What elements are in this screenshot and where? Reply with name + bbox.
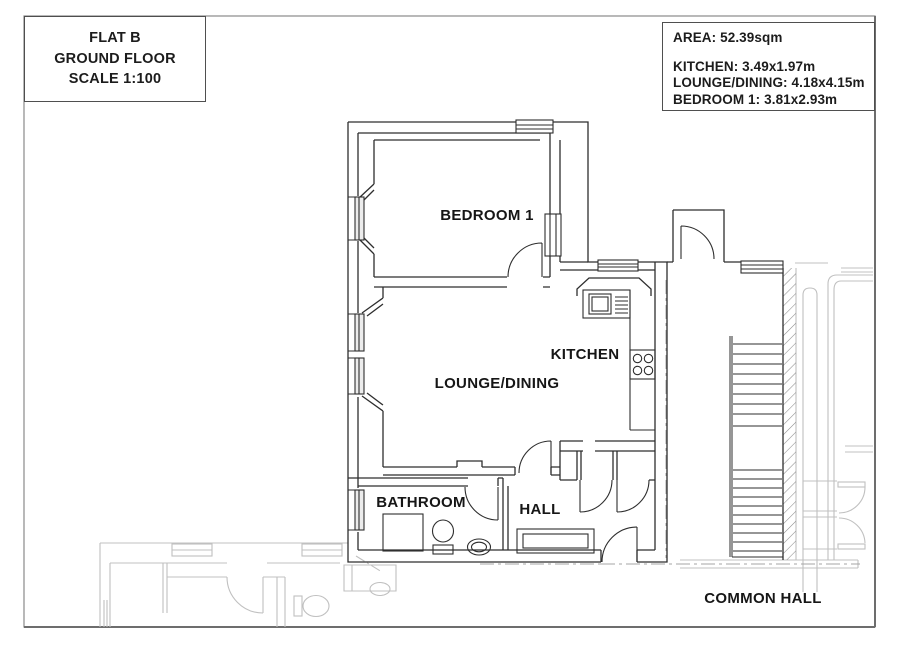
hob	[629, 349, 656, 380]
bathroom-fittings	[382, 513, 492, 556]
hall-storage	[516, 528, 595, 554]
hall-door-left	[579, 479, 613, 513]
bathroom-door	[464, 486, 499, 521]
scale-note: SCALE 1:100	[68, 71, 162, 88]
hatched-wall	[782, 268, 796, 560]
demise-lines	[480, 280, 860, 565]
kitchen-fittings	[582, 289, 656, 431]
adjacent-structures	[99, 262, 873, 627]
shower-tray	[382, 513, 424, 552]
kitchen-dim-text: KITCHEN: 3.49x1.97m	[673, 59, 816, 75]
bedroom-door	[507, 242, 543, 278]
floor-name: GROUND FLOOR	[54, 50, 176, 67]
bedroom-dim-text: BEDROOM 1: 3.81x2.93m	[673, 91, 838, 107]
vestibule-door	[680, 225, 715, 260]
doors	[464, 225, 715, 563]
entrance-door	[601, 526, 638, 563]
flat-walls	[347, 121, 741, 563]
info-block: AREA: 52.39sqm KITCHEN: 3.49x1.97m LOUNG…	[662, 22, 875, 111]
bathroom-label: BATHROOM	[376, 494, 466, 511]
windows	[348, 119, 784, 531]
lounge-dim-text: LOUNGE/DINING: 4.18x4.15m	[673, 75, 865, 91]
kitchen-label: KITCHEN	[551, 346, 620, 363]
common-hall-label: COMMON HALL	[704, 590, 821, 607]
flat-name: FLAT B	[89, 30, 141, 47]
page-border	[23, 15, 876, 628]
drainer	[615, 296, 628, 314]
title-block: FLAT B GROUND FLOOR SCALE 1:100	[24, 16, 206, 102]
kitchen-sink	[588, 293, 612, 315]
hall-label: HALL	[519, 501, 560, 518]
basin	[466, 538, 492, 556]
room-labels: BEDROOM 1 KITCHEN LOUNGE/DINING BATHROOM…	[376, 207, 821, 607]
info-gap	[673, 46, 874, 59]
bedroom-label: BEDROOM 1	[440, 207, 534, 224]
lounge-door	[518, 440, 552, 474]
hall-door-right	[616, 479, 650, 513]
lounge-label: LOUNGE/DINING	[435, 375, 560, 392]
area-text: AREA: 52.39sqm	[673, 30, 783, 45]
staircase	[729, 336, 784, 558]
toilet	[431, 519, 455, 543]
